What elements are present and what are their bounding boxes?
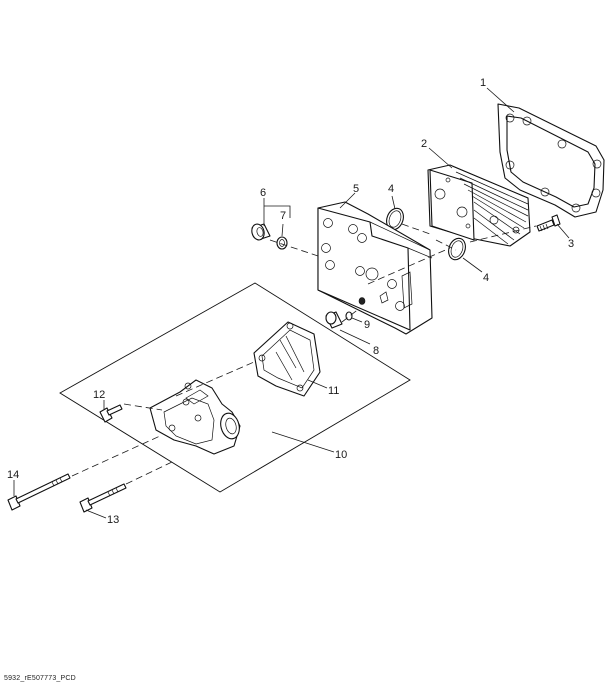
part-14-long-cap-screw xyxy=(7,473,71,511)
callout-4-upper: 4 xyxy=(388,183,394,195)
part-1-gasket xyxy=(497,103,605,218)
part-11-gasket xyxy=(253,321,321,397)
part-6-plug xyxy=(251,223,271,241)
callout-10: 10 xyxy=(335,449,347,461)
part-12-cap-screw xyxy=(99,404,123,423)
part-4-o-ring-upper xyxy=(386,207,404,231)
callout-8: 8 xyxy=(373,345,379,357)
part-9-washer xyxy=(345,297,366,321)
filter-head-housing xyxy=(149,379,241,455)
part-8-plug xyxy=(325,311,343,329)
callout-3: 3 xyxy=(568,238,574,250)
callout-6: 6 xyxy=(260,187,266,199)
alignment-lines xyxy=(71,223,537,485)
part-13-long-cap-screw xyxy=(79,483,127,513)
part-2-oil-cooler-core xyxy=(427,164,531,247)
callout-7: 7 xyxy=(280,210,286,222)
part-10-assembly-frame xyxy=(59,282,411,493)
part-4-o-ring-lower xyxy=(448,237,466,261)
callout-14: 14 xyxy=(7,469,19,481)
part-3-cap-screw xyxy=(536,214,561,232)
callout-13: 13 xyxy=(107,514,119,526)
callout-2: 2 xyxy=(421,138,427,150)
callout-12: 12 xyxy=(93,389,105,401)
callout-11: 11 xyxy=(328,385,339,397)
callout-4-lower: 4 xyxy=(483,272,489,284)
callout-1: 1 xyxy=(480,77,486,89)
part-5-oil-cooler-housing xyxy=(317,201,433,335)
part-7-washer xyxy=(276,236,288,250)
callout-9: 9 xyxy=(364,319,370,331)
image-reference-code: 5932_rE507773_PCD xyxy=(4,675,76,682)
callout-5: 5 xyxy=(353,183,359,195)
leader-lines xyxy=(13,87,570,519)
